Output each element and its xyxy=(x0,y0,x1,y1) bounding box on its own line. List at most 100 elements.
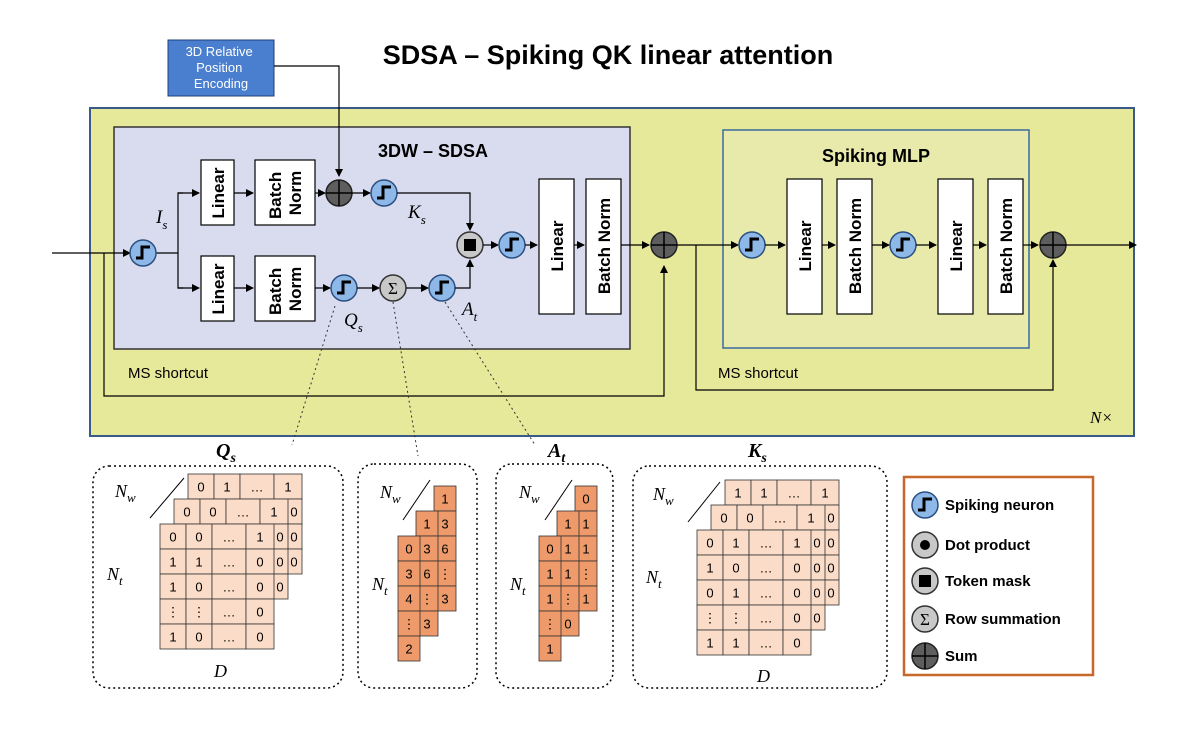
qs-matrix-back-cell xyxy=(273,473,303,500)
token-mask-icon xyxy=(911,567,939,595)
sum-nw-axis xyxy=(402,479,431,521)
ks-matrix-front-value: 1 xyxy=(732,636,739,651)
repeat-label: N× xyxy=(1089,408,1113,427)
legend-dot-product-label: Dot product xyxy=(945,537,1030,554)
qs-matrix-mid-cell xyxy=(173,498,201,525)
row-summation-icon: Σ xyxy=(911,605,939,633)
at-nw-label-sub: w xyxy=(531,491,540,506)
ks-matrix-front-value: 0 xyxy=(732,561,739,576)
ks-d-label: D xyxy=(756,666,770,686)
sum-matrix-front-value: 4 xyxy=(405,592,412,607)
qs-nt-label-base: N xyxy=(106,564,120,584)
k-batchnorm-line-1: Batch xyxy=(266,172,285,219)
at-matrix-mid-value: 0 xyxy=(564,617,571,632)
ks-matrix-front-cell xyxy=(782,529,812,556)
k-batchnorm-box xyxy=(254,159,316,226)
ks-matrix-back-cell xyxy=(810,479,840,506)
mlp-residual-sum xyxy=(1039,231,1067,259)
qs-matrix-front-value: … xyxy=(223,555,236,570)
legend-spiking-neuron-label: Spiking neuron xyxy=(945,497,1054,514)
sdsa-title: 3DW – SDSA xyxy=(378,141,488,161)
ks-matrix-back-edge-value: 0 xyxy=(827,511,834,526)
ks-panel-title-sub: s xyxy=(760,451,767,466)
qs-label: Qs xyxy=(344,310,363,335)
mlp-shortcut-line xyxy=(695,245,1057,391)
qs-matrix-back-edge-value: 0 xyxy=(290,505,297,520)
qs-matrix-front-value: 1 xyxy=(169,555,176,570)
mlp-linear-2-box xyxy=(937,178,974,315)
sum-nw-label-base: N xyxy=(379,482,393,502)
at-matrix-back-value: ⋮ xyxy=(580,567,593,582)
ks-matrix-front-value: 1 xyxy=(732,536,739,551)
at-matrix-front-value: 0 xyxy=(546,542,553,557)
qs-matrix-mid-edge-value: 0 xyxy=(276,530,283,545)
legend-token-mask-label: Token mask xyxy=(945,573,1031,590)
mlp-shortcut-label: MS shortcut xyxy=(718,365,799,382)
ks-label-sub: s xyxy=(421,212,426,227)
ks-matrix-mid-value: 1 xyxy=(807,511,814,526)
ks-matrix-front-value: ⋮ xyxy=(704,611,717,626)
ks-nt-label: Nt xyxy=(645,567,662,591)
at-panel-title-sub: t xyxy=(561,451,566,466)
qs-matrix-front-value: … xyxy=(223,580,236,595)
k-to-mask-line xyxy=(397,192,474,231)
sdsa-linear-label: Linear xyxy=(548,220,567,271)
ks-matrix-mid-edge-value: 0 xyxy=(813,586,820,601)
ks-nt-label-base: N xyxy=(645,567,659,587)
at-nw-label: Nw xyxy=(518,482,540,506)
sum-nw-label: Nw xyxy=(379,482,401,506)
ks-matrix-back-cell xyxy=(724,479,752,506)
ks-matrix-back-value: 1 xyxy=(760,486,767,501)
at-nt-label-base: N xyxy=(509,574,523,594)
position-encoding-line-1: 3D Relative xyxy=(186,44,253,59)
qs-matrix-back-value: … xyxy=(251,480,264,495)
at-label: At xyxy=(460,299,478,324)
at-panel-title: At xyxy=(546,440,566,466)
k-linear-box xyxy=(200,159,235,226)
ks-matrix-back-edge-value: 0 xyxy=(827,536,834,551)
ks-nw-axis xyxy=(687,481,721,523)
qs-matrix-mid-value: … xyxy=(237,505,250,520)
ks-matrix-mid-edge-value: 0 xyxy=(813,611,820,626)
qs-panel-title: Qs xyxy=(216,440,236,466)
ks-matrix-front-cell xyxy=(782,629,812,656)
is-label: Is xyxy=(155,207,167,232)
diagram-title: SDSA – Spiking QK linear attention xyxy=(383,40,834,70)
sdsa-batchnorm-label: Batch Norm xyxy=(595,198,614,294)
qs-matrix-front-cell xyxy=(185,598,213,625)
k-batchnorm-line-2: Norm xyxy=(286,171,305,215)
at-panel-title-base: A xyxy=(546,440,561,462)
ks-matrix-mid-cell xyxy=(762,504,798,531)
ks-matrix-front-value: ⋮ xyxy=(730,611,743,626)
sum-matrix-front-value: 2 xyxy=(405,642,412,657)
ks-matrix-front-value: … xyxy=(760,636,773,651)
qs-matrix-mid-value: 0 xyxy=(183,505,190,520)
qs-matrix-back-cell xyxy=(239,473,275,500)
qs-matrix-mid-cell xyxy=(259,498,289,525)
sum-connector xyxy=(392,301,419,457)
qs-matrix-front-value: 0 xyxy=(195,630,202,645)
qs-matrix-front-value: ⋮ xyxy=(193,605,206,620)
qs-nt-label-sub: t xyxy=(119,573,123,588)
sum-icon xyxy=(911,642,939,670)
at-matrix-mid-value: 1 xyxy=(564,542,571,557)
mlp-linear-2-label: Linear xyxy=(947,220,966,271)
ks-label-base: K xyxy=(407,202,422,223)
qs-connector xyxy=(291,305,336,446)
qs-matrix-back-value: 0 xyxy=(197,480,204,495)
ks-matrix-front-value: 0 xyxy=(793,561,800,576)
ks-nw-label-base: N xyxy=(652,484,666,504)
qs-matrix-front-cell xyxy=(211,548,247,575)
ks-matrix-front-value: 0 xyxy=(793,636,800,651)
at-nw-label-base: N xyxy=(518,482,532,502)
ks-matrix-front-cell xyxy=(696,579,724,606)
legend-dot-product: Dot product xyxy=(911,531,1030,559)
token-mask-node xyxy=(456,231,484,259)
ks-matrix-front-value: 0 xyxy=(793,586,800,601)
qs-matrix-front-value: 0 xyxy=(169,530,176,545)
at-matrix-mid-value: 1 xyxy=(564,567,571,582)
ks-matrix-front-value: … xyxy=(760,561,773,576)
at-to-mask-line xyxy=(455,259,474,289)
sum-nt-label-base: N xyxy=(371,574,385,594)
